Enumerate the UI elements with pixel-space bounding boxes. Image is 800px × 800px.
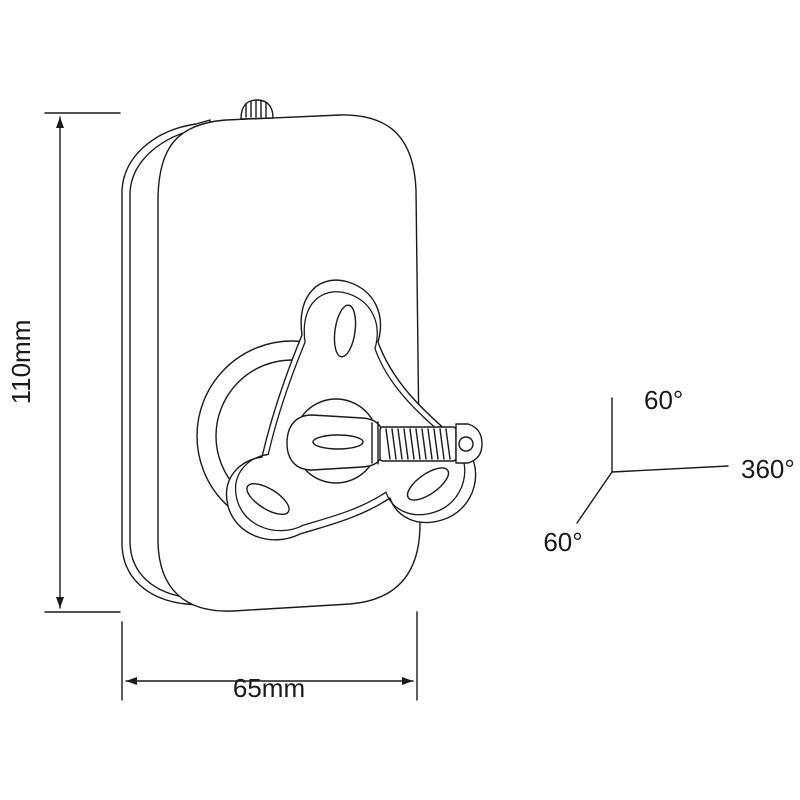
angle-bottom-label: 60° (543, 527, 582, 557)
thread-lines (385, 428, 451, 460)
height-dimension-label: 110mm (6, 320, 36, 405)
clamp-slot-bottom-right (406, 467, 450, 501)
top-knob-knurling (245, 100, 267, 118)
clamp-slot-top (333, 304, 357, 358)
side-inner-edge (129, 127, 202, 599)
top-knob (240, 99, 274, 120)
width-dimension (121, 611, 418, 701)
height-dimension (44, 112, 121, 613)
angle-axis-down-left (576, 471, 613, 524)
clamp-triangle-inner-line (235, 291, 466, 532)
bolt-tip-hole (458, 436, 474, 452)
angle-axis-right (611, 465, 729, 473)
angle-right-label: 360° (741, 454, 795, 484)
top-knob-body (240, 99, 274, 120)
threaded-bolt (379, 423, 483, 464)
clamp-arm (286, 414, 483, 471)
angle-top-label: 60° (644, 385, 683, 415)
diagram-labels: 110mm 65mm 60° 360° 60° (6, 320, 795, 703)
arm-slot (312, 434, 364, 450)
speaker-mount-drawing (121, 99, 483, 612)
clamp-slot-bottom-left (246, 483, 290, 515)
rotation-angle-indicator (576, 397, 729, 524)
bolt-collar (371, 421, 379, 465)
width-dimension-label: 65mm (233, 673, 305, 703)
